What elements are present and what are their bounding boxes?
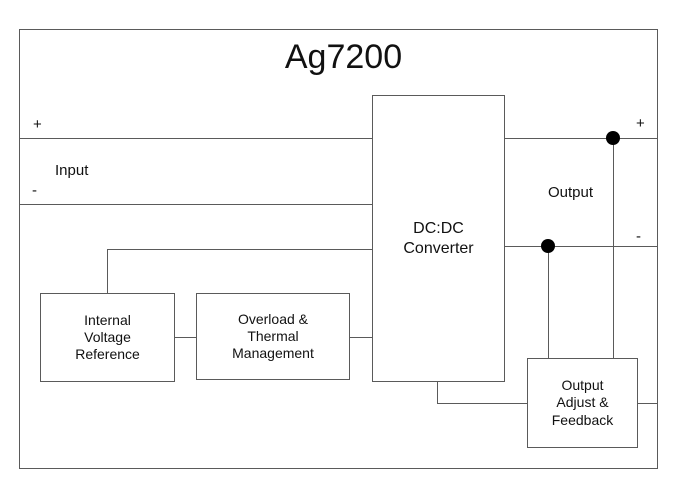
- wire-ivr-to-otm: [175, 337, 196, 338]
- block-dcdc-label-line1: DC:DC: [413, 219, 464, 237]
- wire-feedback-to-adjust: [437, 403, 527, 404]
- block-oaf-label-line2: Adjust &: [556, 394, 609, 411]
- block-oaf-label-line3: Feedback: [551, 411, 614, 428]
- input-label: Input: [55, 162, 89, 179]
- wire-input-minus-rail: [19, 204, 372, 205]
- wire-output-plus-rail: [505, 138, 658, 139]
- junction-dot-output-minus: [541, 239, 555, 253]
- input-minus-label: -: [32, 182, 37, 199]
- wire-adjust-to-chassis: [638, 403, 658, 404]
- block-ivr-label-line3: Reference: [75, 346, 140, 363]
- input-plus-label: +: [33, 116, 42, 133]
- block-otm-label-line1: Overload &: [237, 310, 309, 327]
- output-minus-label: -: [636, 228, 641, 245]
- block-internal-voltage-reference: Internal Voltage Reference: [40, 293, 175, 382]
- block-ivr-label-line2: Voltage: [84, 328, 131, 345]
- block-otm-label-line3: Management: [232, 345, 314, 362]
- wire-output-minus-rail: [505, 246, 658, 247]
- wire-feedback-drop: [437, 382, 438, 403]
- block-overload-thermal-management: Overload & Thermal Management: [196, 293, 350, 380]
- output-label: Output: [548, 184, 594, 201]
- page-title: Ag7200: [284, 38, 403, 76]
- wire-reference-feed-vertical: [107, 249, 108, 293]
- output-plus-label: +: [636, 115, 645, 132]
- wire-minus-sense-tap: [548, 246, 549, 358]
- block-oaf-label-line1: Output: [561, 377, 604, 394]
- wire-plus-sense-tap: [613, 138, 614, 358]
- block-dcdc-label-line2: Converter: [403, 239, 474, 257]
- junction-dot-output-plus: [606, 131, 620, 145]
- wire-reference-feed-horizontal: [107, 249, 372, 250]
- block-output-adjust-feedback: Output Adjust & Feedback: [527, 358, 638, 448]
- block-otm-label-line2: Thermal: [247, 327, 299, 344]
- wire-input-plus-rail: [19, 138, 372, 139]
- block-ivr-label-line1: Internal: [84, 311, 131, 328]
- wire-otm-to-dcdc: [350, 337, 372, 338]
- block-dcdc-converter: DC:DC Converter: [372, 95, 505, 382]
